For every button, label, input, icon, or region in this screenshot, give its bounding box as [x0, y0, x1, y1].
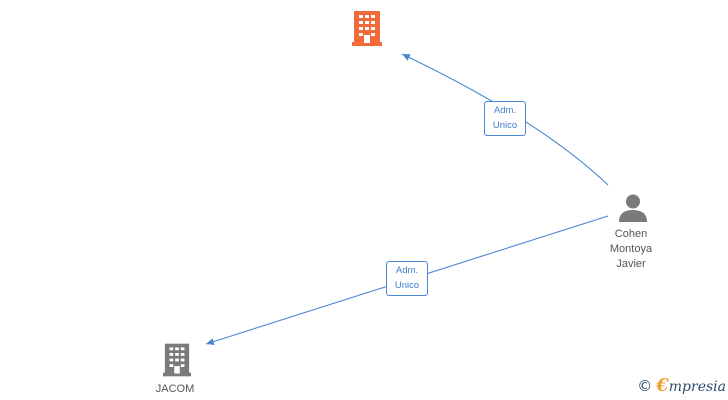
building-icon[interactable] [352, 11, 382, 51]
company-jacom-label[interactable]: JACOM [155, 383, 195, 395]
brand-logo: © €mpresia [637, 375, 726, 396]
company-jacom-building-icon [163, 343, 191, 377]
person-label-line1: Cohen [614, 228, 648, 240]
company-top-building-icon [352, 11, 382, 46]
brand-name: mpresia [668, 379, 726, 395]
edge-label-top-line1: Adm. [493, 105, 517, 116]
person-label[interactable]: Cohen Montoya Javier [596, 227, 666, 272]
edge-label-bottom-line2: Unico [394, 280, 420, 291]
edge-label-bottom[interactable]: Adm. Unico [386, 261, 428, 296]
brand-wordmark: €mpresia [656, 375, 726, 396]
person-icon[interactable] [618, 193, 648, 228]
person-label-line2: Montoya [609, 243, 653, 255]
copyright-icon: © [637, 376, 653, 395]
edge-label-top[interactable]: Adm. Unico [484, 101, 526, 136]
person-silhouette-icon [619, 194, 647, 222]
edge-label-top-line2: Unico [492, 120, 518, 131]
brand-e-mark: € [656, 375, 669, 396]
edge-label-bottom-line1: Adm. [395, 265, 419, 276]
building-icon[interactable] [163, 343, 191, 382]
person-label-line3: Javier [616, 258, 646, 270]
